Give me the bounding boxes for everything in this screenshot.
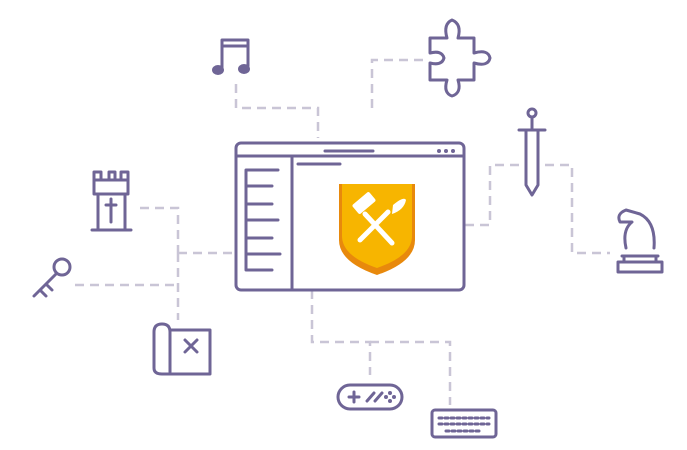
connector-gamepad <box>310 290 372 375</box>
key-icon <box>32 257 72 298</box>
connector-keyboard <box>370 340 452 405</box>
connector-sword <box>465 163 520 227</box>
chess-knight-icon <box>616 208 664 274</box>
connector-tower <box>140 206 180 253</box>
connector-knight <box>545 163 610 255</box>
sword-icon <box>517 107 547 197</box>
puzzle-piece-icon <box>428 18 492 98</box>
connector-puzzle <box>370 58 428 108</box>
keyboard-icon <box>430 408 498 439</box>
castle-tower-icon <box>90 170 133 232</box>
shield-emblem-icon <box>339 184 415 275</box>
connector-music <box>234 84 320 138</box>
music-note-icon <box>212 38 250 75</box>
connector-lines <box>75 58 610 405</box>
gamepad-icon <box>336 383 404 411</box>
treasure-map-icon <box>152 322 212 376</box>
